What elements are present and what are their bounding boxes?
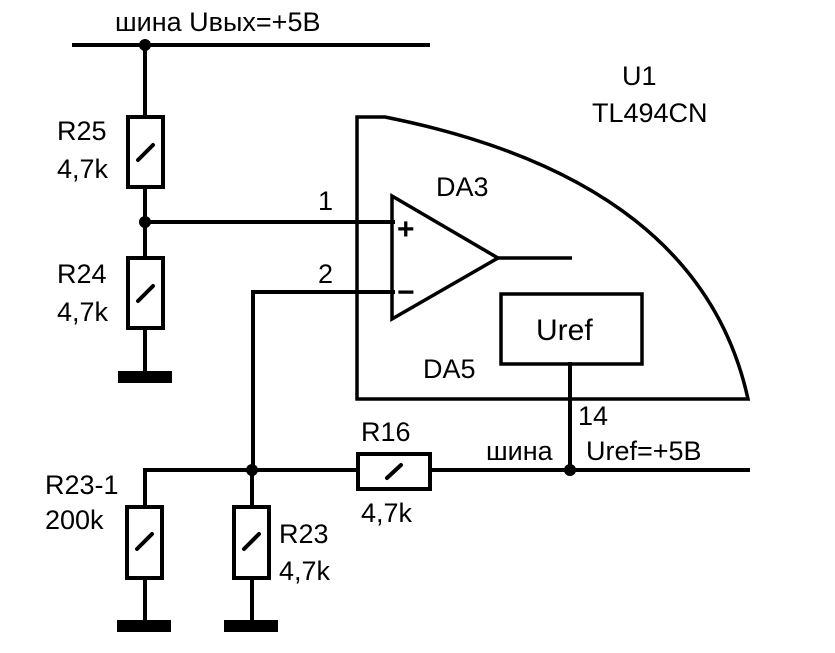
opamp-label: DA3 — [436, 172, 489, 202]
r16-name: R16 — [361, 417, 411, 447]
uref-bus-value: Uref=+5В — [586, 436, 702, 466]
r23-value: 4,7k — [279, 556, 331, 586]
resistor-slash-icon — [136, 284, 155, 303]
pin-2-label: 2 — [318, 259, 333, 289]
minus-sign: − — [397, 276, 415, 309]
ic-part-number: TL494CN — [592, 98, 708, 128]
r23-name: R23 — [279, 519, 329, 549]
resistor-slash-icon — [135, 532, 154, 551]
r25-name: R25 — [57, 116, 107, 146]
r16-value: 4,7k — [361, 498, 413, 528]
resistor-r23-1 — [125, 505, 164, 580]
resistor-r16 — [356, 452, 432, 491]
r23-1-value: 200k — [45, 505, 104, 535]
r25-value: 4,7k — [57, 154, 109, 184]
uref-bus-word: шина — [486, 436, 554, 466]
resistor-slash-icon — [385, 463, 403, 480]
output-bus-label: шина Uвых=+5В — [115, 7, 320, 37]
resistor-r24 — [126, 256, 165, 330]
resistor-slash-icon — [136, 143, 155, 162]
reference-label: DA5 — [423, 354, 476, 384]
r23-1-name: R23-1 — [45, 470, 119, 500]
uref-block-label: Uref — [536, 314, 593, 347]
resistor-r23 — [232, 505, 271, 580]
opamp-triangle-icon — [390, 192, 502, 323]
r24-name: R24 — [57, 259, 107, 289]
ic-outline-u1 — [355, 115, 751, 401]
junction-dot — [564, 464, 576, 476]
ground-icon — [118, 371, 172, 383]
resistor-slash-icon — [242, 532, 261, 551]
ground-icon — [117, 620, 171, 632]
ground-icon — [224, 620, 278, 632]
pin-1-label: 1 — [318, 186, 333, 216]
plus-sign: + — [397, 213, 415, 246]
resistor-r25 — [126, 115, 165, 189]
pin-14-label: 14 — [578, 401, 608, 431]
r24-value: 4,7k — [57, 297, 109, 327]
ic-designator: U1 — [622, 61, 657, 91]
